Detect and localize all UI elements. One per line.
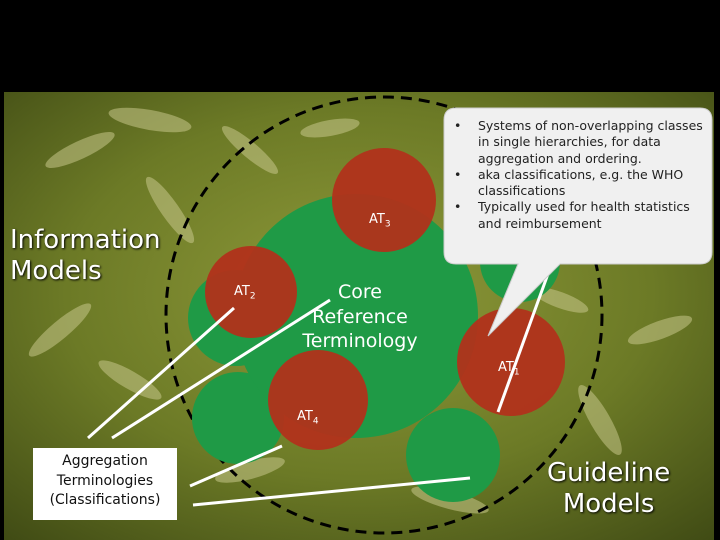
at4-label: AT4 [297,409,319,427]
guideline-models-label: Guideline Models [547,458,670,520]
aggregation-line-2: Terminologies [56,472,154,489]
at1-circle [457,308,565,416]
guideline-models-line-2: Models [562,489,655,520]
aggregation-line-1: Aggregation [62,453,148,469]
domain-boundary [164,95,604,535]
at1-label: AT1 [498,360,520,378]
callout-bullet: aka classifications, e.g. the WHO classi… [448,167,712,200]
guideline-models-line-1: Guideline [547,458,671,488]
at3-label: AT3 [369,212,391,230]
core-reference-terminology-label: Core Reference Terminology [285,280,435,354]
at2-label: AT2 [234,284,256,302]
connector-lines [87,259,555,507]
information-models-line-2: Models [10,256,102,287]
at4-circle [268,350,368,450]
at3-circle [332,148,436,252]
aggregation-line-3: (Classifications) [49,492,161,509]
green-circle-bottom-right [406,408,500,502]
green-circle-bottom-left [192,372,284,464]
callout-bullet-list: Systems of non-overlapping classes in si… [448,118,712,232]
information-models-label: Information Models [10,225,161,287]
core-line-2: Reference [312,305,408,328]
callout-bullet: Typically used for health statistics and… [448,199,712,232]
fish-decoration [28,107,693,514]
core-line-1: Core [338,281,382,303]
callout-bullet: Systems of non-overlapping classes in si… [448,118,712,167]
core-line-3: Terminology [302,330,418,353]
information-models-line-1: Information [10,225,161,255]
aggregation-terminologies-box: Aggregation Terminologies (Classificatio… [33,448,177,520]
